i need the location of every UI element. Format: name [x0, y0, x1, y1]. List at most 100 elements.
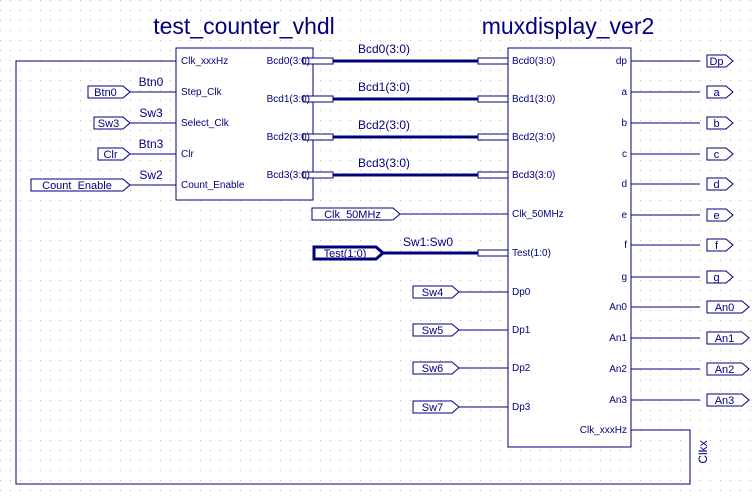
counter-output-pin-1: Bcd1(3:0) — [267, 94, 310, 105]
mux-input-4-port-shape — [412, 361, 460, 375]
mux-output-pin-10: An2 — [609, 364, 627, 375]
counter-input-3-port-label: Count_Enable — [42, 180, 112, 192]
mux-input-stub-0 — [477, 57, 509, 65]
output-1-port-shape — [706, 85, 734, 99]
counter-input-net-2: Btn3 — [139, 137, 164, 151]
output-8-port-shape — [706, 300, 750, 314]
mux-input-pin-7: Dp1 — [512, 325, 531, 336]
output-4-port-label: d — [713, 179, 719, 191]
counter-output-pin-0: Bcd0(3:0) — [267, 56, 310, 67]
mux-input-pin-1: Bcd1(3:0) — [512, 94, 555, 105]
mux-input-1-port-shape — [312, 245, 386, 261]
clock-feedback-wire — [15, 60, 691, 485]
counter-input-3-port-shape — [30, 178, 131, 192]
mux-block-title: muxdisplay_ver2 — [482, 13, 655, 39]
output-9-port-label: An1 — [715, 333, 735, 345]
output-5-port-shape — [706, 208, 734, 222]
mux-input-1-port-label: Test(1:0) — [324, 248, 367, 260]
mux-input-net-1: Sw1:Sw0 — [403, 235, 453, 249]
output-2-port-label: b — [713, 118, 719, 130]
mux-input-stub-2 — [477, 133, 509, 141]
output-0-port-label: Dp — [709, 56, 723, 68]
counter-output-stub-1 — [302, 95, 334, 103]
output-10-port-shape — [706, 362, 750, 376]
counter-input-2-port-label: Clr — [103, 149, 117, 161]
counter-input-net-1: Sw3 — [139, 106, 163, 120]
mux-input-3-port-shape — [412, 323, 460, 337]
bus-net-label-0: Bcd0(3:0) — [358, 42, 410, 56]
mux-output-pin-5: e — [621, 210, 627, 221]
mux-output-pin-11: An3 — [609, 395, 627, 406]
output-11-port-label: An3 — [715, 395, 735, 407]
output-6-port-label: f — [715, 240, 719, 252]
mux-output-pin-8: An0 — [609, 302, 627, 313]
counter-output-stub-0 — [302, 57, 334, 65]
output-11-port-shape — [706, 393, 750, 407]
mux-input-pin-4: Clk_50MHz — [512, 209, 564, 220]
mux-input-pin-8: Dp2 — [512, 363, 531, 374]
counter-input-pin-2: Select_Clk — [181, 118, 230, 129]
mux-input-2-port-label: Sw4 — [422, 287, 443, 299]
output-5-port-label: e — [713, 210, 719, 222]
mux-input-4-port-label: Sw6 — [422, 363, 443, 375]
mux-output-pin-0: dp — [616, 56, 628, 67]
output-1-port-label: a — [713, 87, 720, 99]
output-3-port-label: c — [714, 149, 720, 161]
mux-input-pin-2: Bcd2(3:0) — [512, 132, 555, 143]
counter-output-pin-2: Bcd2(3:0) — [267, 132, 310, 143]
mux-input-3-port-label: Sw5 — [422, 325, 443, 337]
output-0-port-shape — [706, 54, 734, 68]
counter-input-pin-3: Clr — [181, 149, 194, 160]
counter-input-pin-0: Clk_xxxHz — [181, 56, 228, 67]
bus-net-label-2: Bcd2(3:0) — [358, 118, 410, 132]
mux-output-pin-2: b — [621, 118, 627, 129]
mux-input-5-port-label: Sw7 — [422, 402, 443, 414]
mux-input-0-port-shape — [311, 207, 401, 221]
mux-output-pin-7: g — [621, 272, 627, 283]
mux-input-0-port-label: Clk_50MHz — [324, 209, 381, 221]
mux-output-pin-4: d — [621, 179, 627, 190]
mux-output-pin-6: f — [624, 240, 627, 251]
output-3-port-shape — [706, 147, 734, 161]
mux-output-pin-1: a — [621, 87, 627, 98]
counter-input-pin-1: Step_Clk — [181, 87, 223, 98]
counter-output-stub-3 — [302, 171, 334, 179]
mux-input-pin-6: Dp0 — [512, 287, 531, 298]
output-2-port-shape — [706, 116, 734, 130]
mux-input-stub-5 — [477, 249, 509, 257]
mux-input-pin-9: Dp3 — [512, 402, 531, 413]
counter-input-0-port-shape — [87, 85, 131, 99]
mux-block-body — [507, 47, 632, 448]
mux-input-pin-3: Bcd3(3:0) — [512, 170, 555, 181]
counter-block-title: test_counter_vhdl — [153, 13, 335, 39]
clock-net-label: Clkx — [696, 440, 710, 463]
output-6-port-shape — [706, 238, 734, 252]
mux-input-5-port-shape — [412, 400, 460, 414]
mux-output-pin-9: An1 — [609, 333, 627, 344]
mux-output-pin-3: c — [622, 149, 627, 160]
mux-input-pin-0: Bcd0(3:0) — [512, 56, 555, 67]
counter-input-1-port-label: Sw3 — [98, 118, 119, 130]
counter-input-net-0: Btn0 — [139, 75, 164, 89]
output-7-port-label: g — [713, 272, 719, 284]
output-8-port-label: An0 — [715, 302, 735, 314]
output-4-port-shape — [706, 177, 734, 191]
output-9-port-shape — [706, 331, 750, 345]
bus-net-label-1: Bcd1(3:0) — [358, 80, 410, 94]
mux-input-pin-5: Test(1:0) — [512, 248, 551, 259]
counter-input-net-3: Sw2 — [139, 168, 163, 182]
bus-net-label-3: Bcd3(3:0) — [358, 156, 410, 170]
mux-output-pin-12: Clk_xxxHz — [580, 425, 627, 436]
counter-input-1-port-shape — [93, 116, 131, 130]
mux-input-stub-3 — [477, 171, 509, 179]
mux-input-2-port-shape — [412, 285, 460, 299]
counter-input-2-port-shape — [97, 147, 131, 161]
output-10-port-label: An2 — [715, 364, 735, 376]
mux-input-stub-1 — [477, 95, 509, 103]
counter-block-body — [175, 47, 314, 201]
counter-input-0-port-label: Btn0 — [94, 87, 117, 99]
counter-output-pin-3: Bcd3(3:0) — [267, 170, 310, 181]
counter-output-stub-2 — [302, 133, 334, 141]
output-7-port-shape — [706, 270, 734, 284]
